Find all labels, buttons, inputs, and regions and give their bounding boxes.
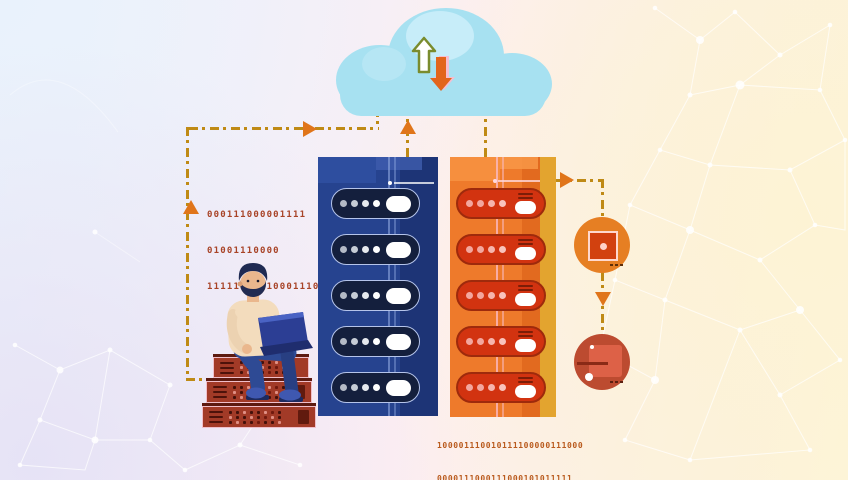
- circuit-trace: [394, 182, 434, 184]
- binary-code-bottom: 100001110010111100000111000 000011100011…: [437, 418, 583, 480]
- storage-line: [577, 362, 608, 365]
- drive-bay: [515, 285, 536, 306]
- status-leds: [466, 384, 506, 391]
- rack-panel: [500, 157, 538, 169]
- status-leds: [466, 246, 506, 253]
- server-unit-red: [456, 188, 546, 219]
- arrow-up-icon: [400, 120, 416, 134]
- server-unit-blue: [331, 188, 420, 219]
- arrow-down-icon: [595, 292, 611, 306]
- binary-line: 111111010100011100: [207, 282, 327, 292]
- arrow-right-icon: [303, 121, 317, 137]
- flow-line-person-to-cloud: [189, 127, 379, 130]
- flow-line-stack-stub: [186, 378, 216, 381]
- blue-rack-units: [318, 157, 438, 416]
- server-unit-blue: [331, 280, 420, 311]
- node-marks: [610, 264, 623, 266]
- drive-bay: [386, 241, 411, 258]
- stack-server-unit: [202, 406, 316, 428]
- circuit-trace: [498, 180, 540, 182]
- arrow-right-icon: [560, 172, 574, 188]
- binary-code-left: 000111000001111 01001110000 111111010100…: [207, 185, 326, 317]
- storage-node-circle: [574, 334, 630, 390]
- download-arrow-icon: [430, 56, 455, 91]
- rack-panel: [318, 157, 376, 183]
- binary-line: 100001110010111100000111000: [437, 441, 584, 450]
- status-leds: [340, 292, 380, 299]
- binary-line: 000111000001111: [207, 210, 307, 220]
- status-leds: [466, 292, 506, 299]
- power-block: [298, 409, 309, 425]
- chip-square: [588, 231, 618, 261]
- storage-box: [589, 345, 622, 377]
- vent-lines: [209, 411, 223, 423]
- circuit-dot: [388, 181, 392, 185]
- storage-dot-large: [585, 373, 593, 381]
- server-rack-orange: [450, 157, 556, 417]
- circuit-dot: [493, 179, 497, 183]
- power-block: [295, 384, 305, 400]
- drive-bay: [386, 287, 411, 304]
- flow-line-cloud-drop-left: [376, 108, 379, 128]
- server-unit-red: [456, 326, 546, 357]
- drive-bay: [386, 379, 411, 396]
- rack-strip-mustard: [540, 157, 556, 417]
- arrow-up-icon: [183, 200, 199, 214]
- server-unit-blue: [331, 326, 420, 357]
- drive-bay: [386, 333, 411, 350]
- upload-arrow-icon: [411, 36, 437, 74]
- flow-line-left-vertical: [186, 127, 189, 381]
- drive-bay: [515, 377, 536, 398]
- status-leds: [340, 200, 380, 207]
- flow-line-node-drop: [601, 179, 604, 217]
- node-marks: [610, 381, 623, 383]
- drive-bay: [515, 193, 536, 214]
- status-leds: [340, 384, 380, 391]
- status-leds: [466, 338, 506, 345]
- drive-bay: [515, 331, 536, 352]
- server-unit-red: [456, 372, 546, 403]
- binary-line: 0000111000111000101011111: [437, 474, 573, 480]
- chip-node-circle: [574, 217, 630, 273]
- status-leds: [466, 200, 506, 207]
- orange-rack-units: [450, 157, 556, 417]
- rack-panel: [450, 157, 500, 181]
- binary-line: 01001110000: [207, 246, 280, 256]
- storage-dot-small: [590, 345, 594, 349]
- server-unit-blue: [331, 234, 420, 265]
- flow-line-cloud-to-orange-rack: [484, 106, 487, 158]
- server-unit-red: [456, 234, 546, 265]
- led-grid: [229, 410, 285, 425]
- drive-bay: [386, 195, 411, 212]
- server-unit-red: [456, 280, 546, 311]
- server-unit-blue: [331, 372, 420, 403]
- cloud-icon: [336, 8, 552, 116]
- rack-panel: [376, 157, 422, 170]
- drive-bay: [515, 239, 536, 260]
- person-with-laptop: [226, 263, 313, 402]
- status-leds: [340, 246, 380, 253]
- status-leds: [340, 338, 380, 345]
- server-rack-blue: [318, 157, 438, 416]
- chip-center-dot: [600, 243, 607, 250]
- flow-line-rack-to-node: [556, 179, 603, 182]
- vent-lines: [220, 361, 234, 374]
- vent-lines: [213, 386, 227, 398]
